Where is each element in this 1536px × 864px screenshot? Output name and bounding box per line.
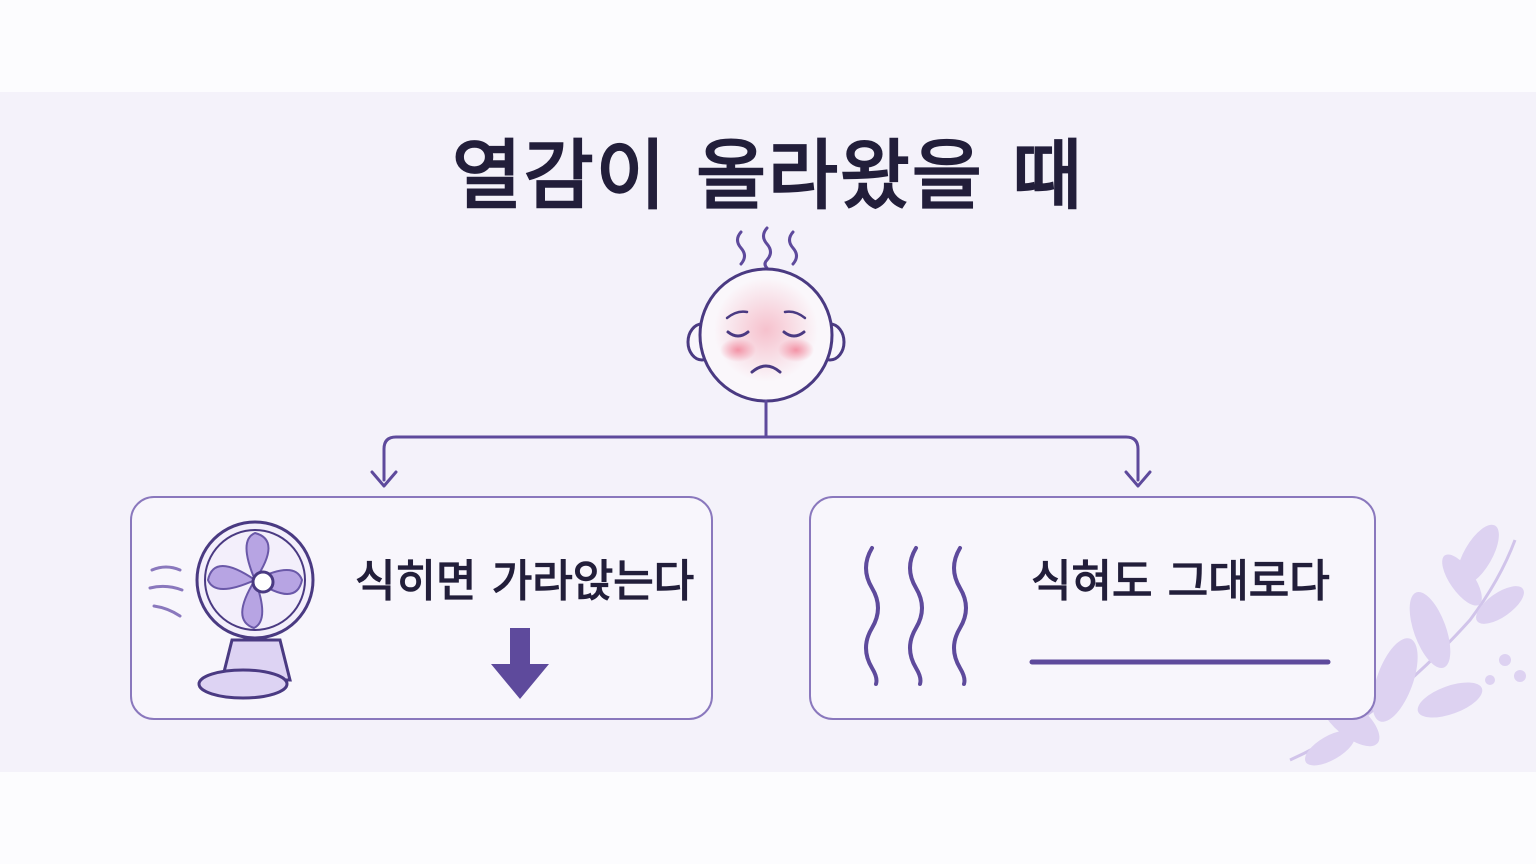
branch-connector <box>370 399 1152 488</box>
branch-box-stays-same <box>809 496 1376 720</box>
fan-icon <box>148 520 315 700</box>
branch-label-cools-down: 식히면 가라앉는다 <box>355 556 695 607</box>
diagram-title: 열감이 올라왔을 때 <box>451 131 1085 220</box>
heat-waves-icon <box>864 546 968 686</box>
branch-label-stays-same: 식혀도 그대로다 <box>1031 556 1330 607</box>
down-arrow-icon <box>491 628 549 699</box>
heat-steam-icon <box>736 226 798 270</box>
feverish-face-icon <box>686 267 846 403</box>
